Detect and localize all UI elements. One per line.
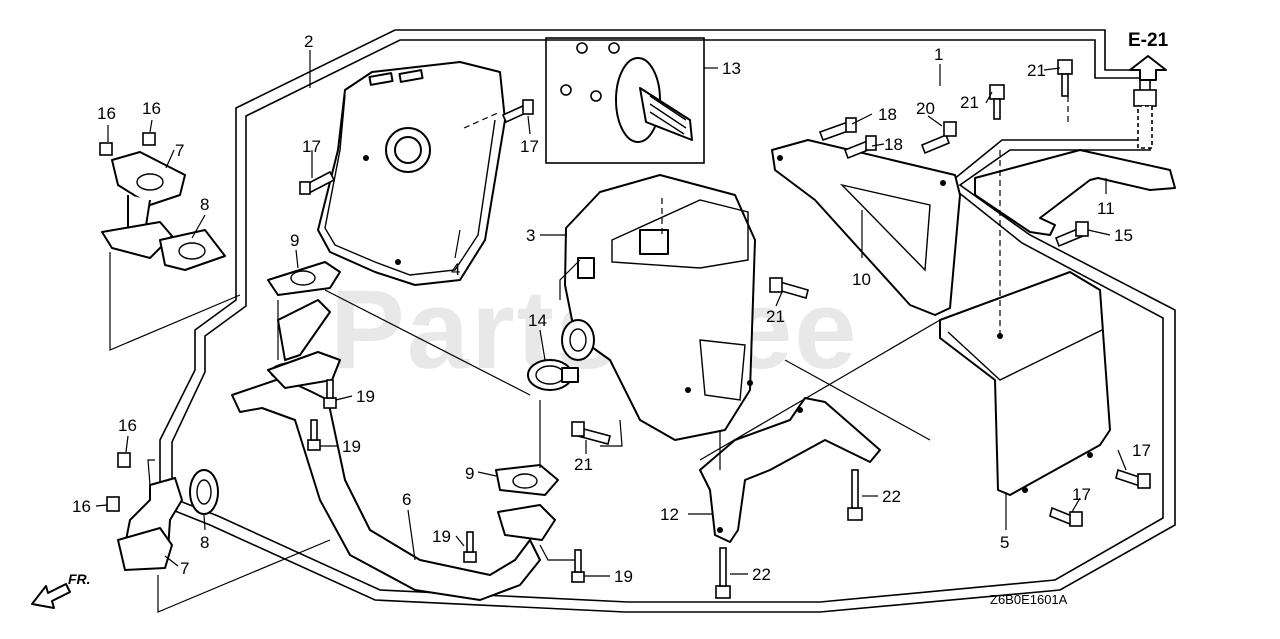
elbow-flange-part-7-top — [101, 151, 186, 259]
leader-lines — [95, 50, 1127, 613]
callout-13: 13 — [722, 59, 741, 78]
muffler-part-3 — [561, 174, 756, 441]
callout-20: 20 — [916, 99, 935, 118]
callout-21-d: 21 — [574, 455, 593, 474]
callout-19-a: 19 — [356, 387, 375, 406]
diagram-code: Z6B0E1601A — [990, 592, 1068, 607]
callout-19-c: 19 — [432, 527, 451, 546]
callout-21-a: 21 — [1027, 61, 1046, 80]
callout-21-b: 21 — [960, 93, 979, 112]
callout-12: 12 — [660, 505, 679, 524]
gasket-part-8-top — [159, 229, 226, 271]
bolts — [299, 59, 1157, 599]
callout-16-a: 16 — [97, 104, 116, 123]
nut-part-16-a — [99, 142, 113, 156]
callout-8-top: 8 — [200, 195, 209, 214]
lower-bracket-part-12 — [699, 397, 881, 543]
front-direction-label: FR. — [68, 571, 91, 587]
callout-9-bottom: 9 — [465, 464, 474, 483]
callout-21-c: 21 — [766, 307, 785, 326]
callout-5: 5 — [1000, 533, 1009, 552]
stay-bracket-part-11 — [974, 149, 1176, 236]
pipe-flange-lower — [497, 504, 556, 541]
e21-reference-arrow — [1129, 55, 1167, 81]
callout-8-bottom: 8 — [200, 533, 209, 552]
callout-4: 4 — [451, 260, 460, 279]
callout-1: 1 — [934, 45, 943, 64]
callout-2: 2 — [304, 32, 313, 51]
callout-18-a: 18 — [878, 105, 897, 124]
callout-11: 11 — [1097, 199, 1115, 218]
callout-18-b: 18 — [884, 135, 903, 154]
pipe-flange-upper — [267, 351, 341, 389]
nut-part-16-c — [117, 452, 131, 468]
part-13-inset-box — [545, 37, 705, 164]
callout-6: 6 — [402, 490, 411, 509]
callout-17-d: 17 — [1072, 485, 1091, 504]
assembly-frame — [159, 29, 1176, 613]
callout-14: 14 — [528, 311, 547, 330]
gasket-part-8-bottom — [189, 469, 219, 515]
spark-arrester-part-13 — [560, 42, 693, 143]
muffler-cover-part-5 — [939, 271, 1111, 496]
front-direction-arrow — [31, 583, 71, 609]
callout-9-top: 9 — [290, 231, 299, 250]
clamp-part-14 — [527, 359, 579, 391]
callout-3: 3 — [526, 226, 535, 245]
callout-16-c: 16 — [118, 416, 137, 435]
gasket-part-9-bottom — [495, 464, 559, 496]
callout-19-b: 19 — [342, 437, 361, 456]
gasket-part-9-top — [267, 261, 341, 296]
section-reference-label: E-21 — [1128, 30, 1169, 51]
callout-17-b: 17 — [520, 137, 539, 156]
callout-labels: 1 2 3 4 5 6 7 7 8 8 9 9 10 11 12 13 14 1… — [72, 32, 1151, 586]
callout-16-b: 16 — [142, 99, 161, 118]
callout-17-a: 17 — [302, 137, 321, 156]
callout-16-d: 16 — [72, 497, 91, 516]
nut-part-16-d — [106, 496, 120, 512]
bracket-plate-part-10 — [771, 139, 961, 316]
nut-part-16-b — [142, 132, 156, 146]
callout-19-d: 19 — [614, 567, 633, 586]
elbow-part-7-bottom — [117, 477, 183, 571]
callout-17-c: 17 — [1132, 441, 1151, 460]
muffler-protector-part-2 — [317, 61, 506, 286]
callout-22-b: 22 — [752, 565, 771, 584]
callout-15: 15 — [1114, 226, 1133, 245]
callout-7-bottom: 7 — [180, 559, 189, 578]
callout-22-a: 22 — [882, 487, 901, 506]
callout-10: 10 — [852, 270, 871, 289]
callout-7-top: 7 — [175, 141, 184, 160]
